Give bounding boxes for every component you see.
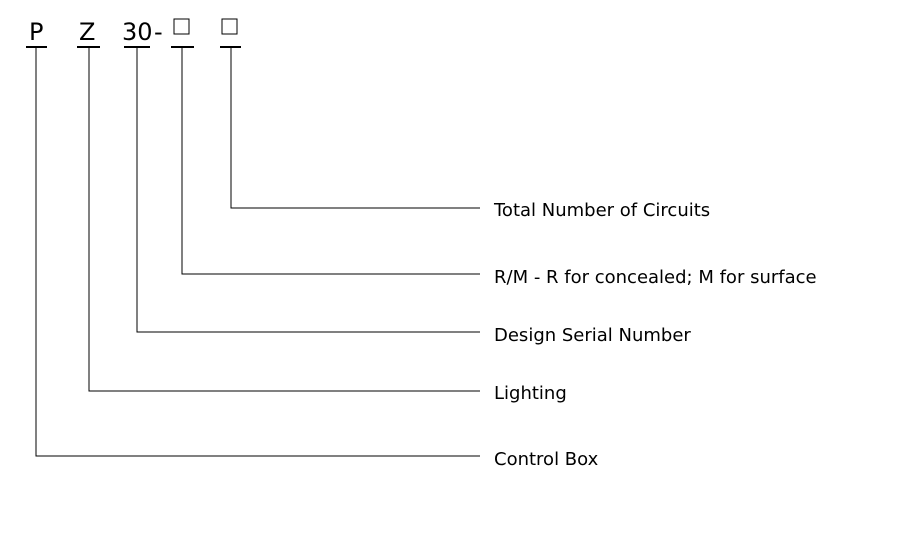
label-lighting: Lighting: [494, 383, 567, 404]
label-installation-type: R/M - R for concealed; M for surface: [494, 267, 817, 288]
leader-line-installation: [181, 47, 480, 275]
placeholder-box-circuits: [221, 18, 238, 35]
leader-line-lighting: [88, 47, 480, 392]
label-control-box: Control Box: [494, 449, 599, 470]
leader-line-control-box: [35, 47, 480, 457]
placeholder-box-installation: [173, 18, 190, 35]
label-total-circuits: Total Number of Circuits: [493, 200, 710, 221]
code-number-30: 30: [122, 18, 153, 46]
code-letter-z: Z: [79, 18, 95, 46]
code-letter-p: P: [29, 18, 43, 46]
label-design-serial: Design Serial Number: [494, 325, 691, 346]
leader-line-design-serial: [136, 47, 480, 333]
code-dash: -: [154, 18, 163, 46]
leader-line-circuits: [230, 47, 480, 209]
